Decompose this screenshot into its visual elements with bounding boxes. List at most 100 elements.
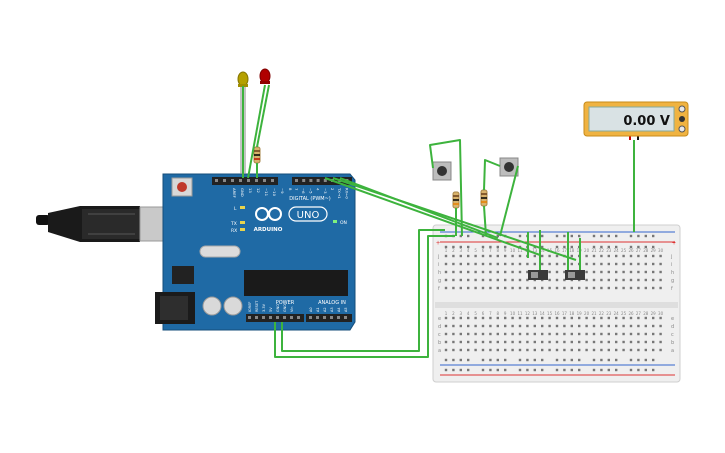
breadboard-hole[interactable] <box>659 262 662 266</box>
breadboard-hole[interactable] <box>548 286 551 290</box>
yellow-led[interactable] <box>237 71 249 174</box>
breadboard-hole[interactable] <box>459 324 462 328</box>
breadboard-hole[interactable] <box>518 278 522 282</box>
pin-hole[interactable] <box>302 179 306 182</box>
header-pin-holes[interactable] <box>215 179 349 319</box>
rail-hole[interactable] <box>578 368 581 372</box>
breadboard-hole[interactable] <box>652 316 655 320</box>
breadboard-hole[interactable] <box>600 316 603 320</box>
rail-hole[interactable] <box>533 234 536 238</box>
breadboard-hole[interactable] <box>607 254 610 258</box>
breadboard-hole[interactable] <box>467 332 470 336</box>
breadboard-hole[interactable] <box>459 340 462 344</box>
breadboard-hole[interactable] <box>489 316 492 320</box>
rail-hole[interactable] <box>570 368 573 372</box>
rail-hole[interactable] <box>592 368 596 372</box>
breadboard-hole[interactable] <box>563 348 566 352</box>
breadboard-hole[interactable] <box>592 262 596 266</box>
breadboard-holes[interactable] <box>444 234 662 372</box>
breadboard-hole[interactable] <box>541 254 544 258</box>
breadboard-hole[interactable] <box>570 332 573 336</box>
breadboard-hole[interactable] <box>444 262 448 266</box>
breadboard-hole[interactable] <box>563 286 566 290</box>
breadboard-hole[interactable] <box>555 316 559 320</box>
breadboard-hole[interactable] <box>467 324 470 328</box>
breadboard-hole[interactable] <box>570 340 573 344</box>
slide-switch-1[interactable] <box>528 270 548 280</box>
breadboard-hole[interactable] <box>615 270 618 274</box>
breadboard-hole[interactable] <box>570 286 573 290</box>
digital-header-left[interactable] <box>212 177 278 185</box>
breadboard-hole[interactable] <box>489 286 492 290</box>
breadboard-hole[interactable] <box>526 316 529 320</box>
breadboard-hole[interactable] <box>467 348 470 352</box>
breadboard-hole[interactable] <box>659 324 662 328</box>
slide-switch-2[interactable] <box>565 270 585 280</box>
breadboard-hole[interactable] <box>585 270 588 274</box>
breadboard-hole[interactable] <box>615 340 618 344</box>
breadboard-hole[interactable] <box>600 348 603 352</box>
pin-hole[interactable] <box>263 179 266 182</box>
analog-header[interactable] <box>306 314 352 322</box>
breadboard-hole[interactable] <box>652 332 655 336</box>
rail-hole[interactable] <box>452 368 455 372</box>
rail-hole[interactable] <box>489 368 492 372</box>
rail-hole[interactable] <box>615 358 618 362</box>
breadboard-hole[interactable] <box>615 324 618 328</box>
breadboard-hole[interactable] <box>629 348 633 352</box>
breadboard-hole[interactable] <box>504 254 507 258</box>
breadboard-hole[interactable] <box>459 316 462 320</box>
rail-hole[interactable] <box>652 245 655 249</box>
breadboard-hole[interactable] <box>496 324 499 328</box>
rail-hole[interactable] <box>563 245 566 249</box>
rail-hole[interactable] <box>578 234 581 238</box>
breadboard-hole[interactable] <box>444 270 448 274</box>
breadboard-hole[interactable] <box>644 270 647 274</box>
rail-hole[interactable] <box>637 245 640 249</box>
breadboard-hole[interactable] <box>489 332 492 336</box>
breadboard-hole[interactable] <box>570 324 573 328</box>
meter-mode-c-icon[interactable] <box>678 125 686 133</box>
breadboard-hole[interactable] <box>444 340 448 344</box>
rail-hole[interactable] <box>607 245 610 249</box>
breadboard-hole[interactable] <box>629 316 633 320</box>
breadboard-hole[interactable] <box>629 262 633 266</box>
rail-hole[interactable] <box>452 358 455 362</box>
rail-hole[interactable] <box>467 245 470 249</box>
breadboard-hole[interactable] <box>607 332 610 336</box>
breadboard-hole[interactable] <box>637 270 640 274</box>
breadboard-hole[interactable] <box>600 340 603 344</box>
breadboard-hole[interactable] <box>629 332 633 336</box>
breadboard-hole[interactable] <box>637 262 640 266</box>
breadboard-hole[interactable] <box>518 340 522 344</box>
breadboard-hole[interactable] <box>452 254 455 258</box>
breadboard-hole[interactable] <box>504 316 507 320</box>
breadboard-hole[interactable] <box>541 262 544 266</box>
breadboard-hole[interactable] <box>637 316 640 320</box>
breadboard-hole[interactable] <box>563 340 566 344</box>
rail-hole[interactable] <box>496 234 499 238</box>
breadboard-hole[interactable] <box>629 278 633 282</box>
breadboard-hole[interactable] <box>444 348 448 352</box>
rail-hole[interactable] <box>504 358 507 362</box>
pin-hole[interactable] <box>255 179 258 182</box>
breadboard-hole[interactable] <box>563 324 566 328</box>
breadboard-hole[interactable] <box>659 278 662 282</box>
breadboard-hole[interactable] <box>578 316 581 320</box>
breadboard-hole[interactable] <box>555 348 559 352</box>
breadboard-hole[interactable] <box>444 254 448 258</box>
breadboard-hole[interactable] <box>615 316 618 320</box>
breadboard-hole[interactable] <box>637 324 640 328</box>
breadboard-hole[interactable] <box>526 278 529 282</box>
breadboard-hole[interactable] <box>548 278 551 282</box>
rail-hole[interactable] <box>644 358 647 362</box>
breadboard-hole[interactable] <box>496 270 499 274</box>
pushbutton-2[interactable] <box>499 157 519 177</box>
rail-hole[interactable] <box>504 368 507 372</box>
pin-hole[interactable] <box>269 316 272 319</box>
breadboard-hole[interactable] <box>511 270 514 274</box>
rail-hole[interactable] <box>467 368 470 372</box>
breadboard-hole[interactable] <box>607 340 610 344</box>
breadboard-hole[interactable] <box>459 270 462 274</box>
breadboard-hole[interactable] <box>555 340 559 344</box>
